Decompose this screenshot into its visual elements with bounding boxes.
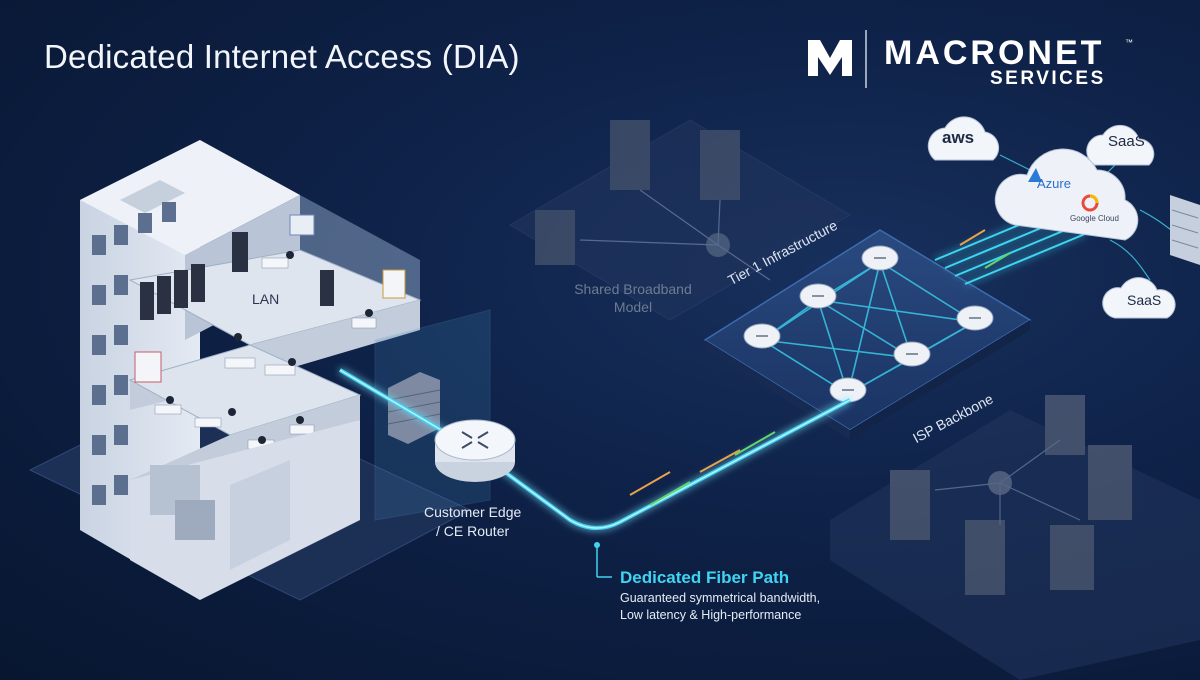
shared-broadband-area xyxy=(509,119,851,321)
google-cloud-icon xyxy=(1081,194,1099,212)
brand-subtitle: SERVICES xyxy=(990,68,1106,89)
office-building xyxy=(80,140,422,600)
ce-router-label-line1: Customer Edge xyxy=(424,504,522,520)
azure-label: Azure xyxy=(1037,176,1071,191)
page-title: Dedicated Internet Access (DIA) xyxy=(44,38,520,75)
firewall-icon xyxy=(387,372,441,444)
saas-cloud-top xyxy=(1086,124,1155,166)
datacenter-rack-icon xyxy=(1170,195,1200,265)
fiber-callout xyxy=(596,545,612,578)
brand-name: MACRONET xyxy=(884,34,1105,72)
aws-label: aws xyxy=(942,128,975,147)
saas-label-top: SaaS xyxy=(1108,133,1145,150)
brand-trademark: ™ xyxy=(1125,38,1133,47)
shared-broadband-label-line2: Model xyxy=(613,299,653,315)
dedicated-fiber-path xyxy=(338,368,851,530)
saas-label-bottom: SaaS xyxy=(1127,292,1162,308)
google-cloud-label: Google Cloud xyxy=(1070,214,1119,223)
remote-sites-area xyxy=(830,395,1200,680)
lan-label: LAN xyxy=(252,291,280,307)
fiber-path-desc-2: Low latency & High-performance xyxy=(620,608,802,622)
fiber-path-desc-1: Guaranteed symmetrical bandwidth, xyxy=(620,591,821,605)
ce-router-icon xyxy=(434,419,516,482)
traffic-arrows xyxy=(629,229,1011,506)
azure-icon xyxy=(1028,168,1042,182)
main-cloud xyxy=(994,148,1139,241)
saas-cloud-bottom xyxy=(1102,277,1176,319)
macronet-logo-mark xyxy=(808,30,867,88)
shared-broadband-label-line1: Shared Broadband xyxy=(574,281,692,297)
aws-cloud xyxy=(927,116,1000,161)
fiber-callout-dot xyxy=(594,542,600,548)
fiber-path-title: Dedicated Fiber Path xyxy=(620,568,790,587)
ce-router-label-line2: / CE Router xyxy=(436,523,510,539)
